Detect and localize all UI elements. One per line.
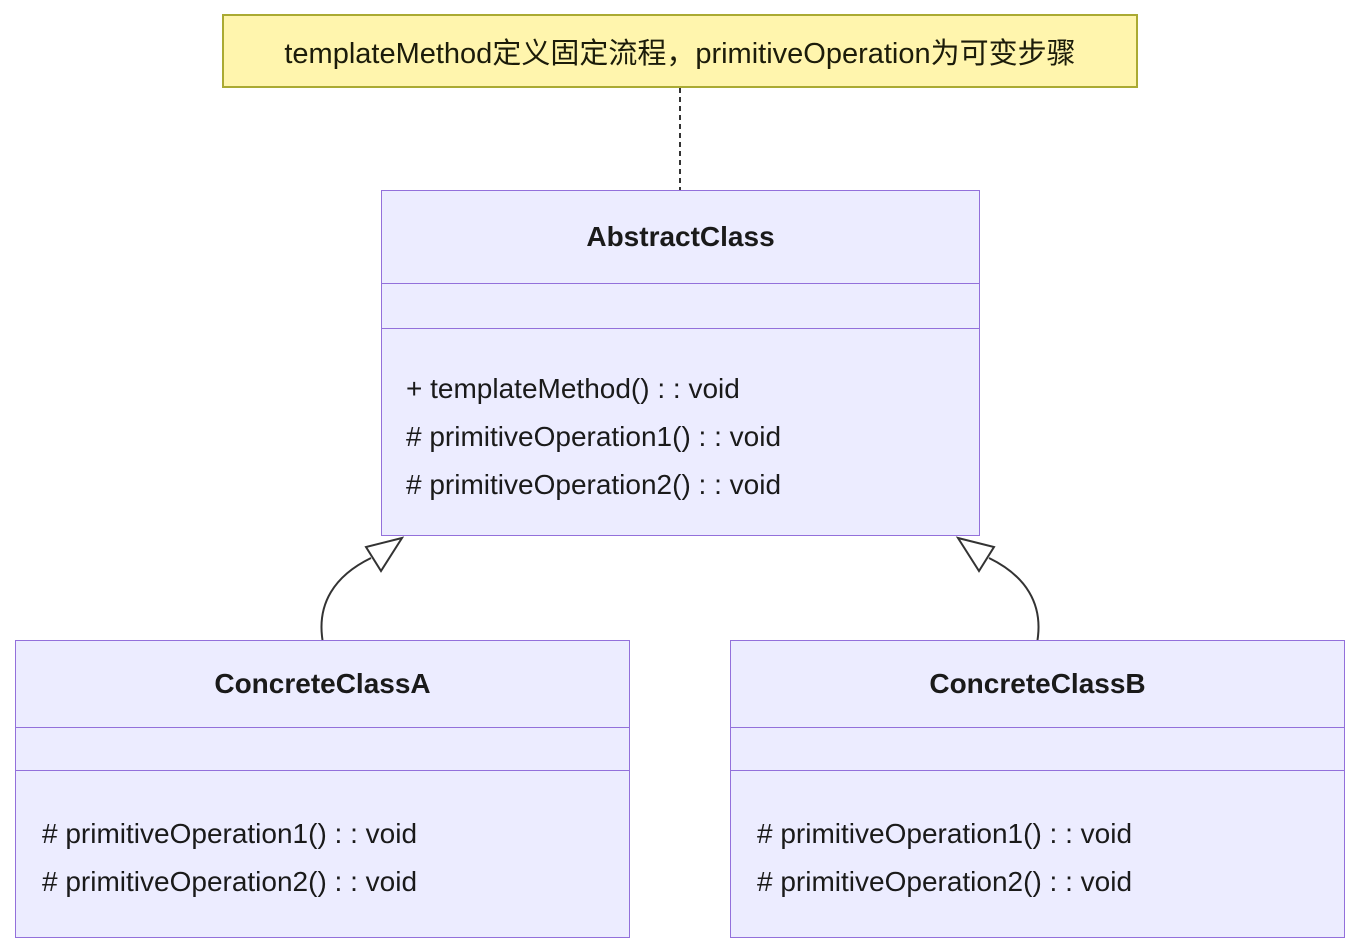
inheritance-arrowhead-b-icon	[955, 536, 996, 573]
note-text: templateMethod定义固定流程，primitiveOperation为…	[284, 38, 1076, 70]
class-method: # primitiveOperation1() : : void	[757, 818, 1133, 849]
inheritance-edge-concrete-b	[988, 557, 1040, 641]
inheritance-edge-concrete-a	[320, 557, 372, 641]
class-attributes-compartment	[382, 283, 979, 329]
inheritance-arrowhead-a-icon	[364, 536, 405, 573]
diagram-note: templateMethod定义固定流程，primitiveOperation为…	[222, 14, 1138, 88]
class-methods-compartment: # primitiveOperation1() : : void # primi…	[731, 771, 1344, 906]
class-methods-compartment: + templateMethod() : : void # primitiveO…	[382, 329, 979, 509]
class-method: # primitiveOperation2() : : void	[406, 469, 782, 500]
class-title: AbstractClass	[586, 221, 775, 252]
class-method: # primitiveOperation1() : : void	[42, 818, 418, 849]
class-box-concreteclassa: ConcreteClassA # primitiveOperation1() :…	[15, 640, 630, 938]
class-method: + templateMethod() : : void	[406, 373, 740, 404]
class-attributes-compartment	[731, 727, 1344, 771]
class-title: ConcreteClassB	[929, 668, 1146, 699]
class-method: # primitiveOperation1() : : void	[406, 421, 782, 452]
class-method: # primitiveOperation2() : : void	[757, 866, 1133, 897]
class-method: # primitiveOperation2() : : void	[42, 866, 418, 897]
class-methods-compartment: # primitiveOperation1() : : void # primi…	[16, 771, 629, 906]
class-title: ConcreteClassA	[214, 668, 431, 699]
class-attributes-compartment	[16, 727, 629, 771]
class-box-abstractclass: AbstractClass + templateMethod() : : voi…	[381, 190, 980, 536]
class-box-concreteclassb: ConcreteClassB # primitiveOperation1() :…	[730, 640, 1345, 938]
